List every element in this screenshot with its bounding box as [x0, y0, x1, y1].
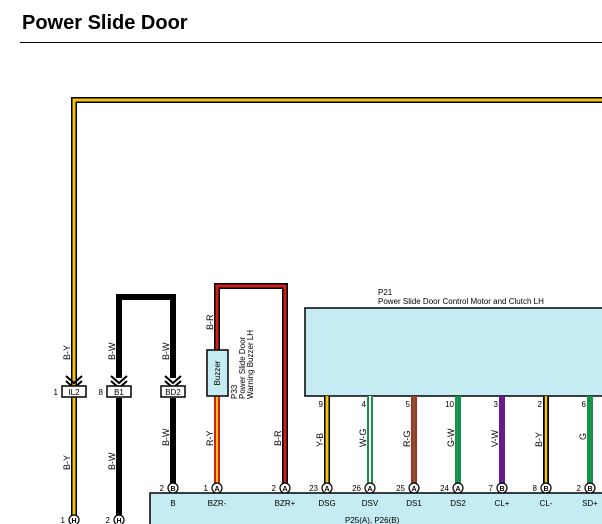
connector-sdplus-conn: B — [587, 486, 592, 493]
connector-clminus-conn: B — [543, 486, 548, 493]
connector-dsg-conn: A — [324, 486, 329, 493]
connector-ds2-label: DS2 — [450, 499, 466, 508]
wire-label-b-y-cl: B-Y — [534, 432, 544, 447]
wire-label-b-w-lower: B-W — [107, 452, 117, 470]
ecu-panel: P25(A), P26(B) — [149, 492, 602, 524]
connector-bzr-plus-conn: A — [282, 486, 287, 493]
ecu-bottom-label: P25(A), P26(B) — [345, 516, 400, 524]
wire-label-g: G — [578, 433, 588, 440]
connector-bzr-minus-label: BZR- — [208, 499, 227, 508]
connector-h-left: H 1 — [61, 514, 80, 524]
page-title: Power Slide Door — [22, 12, 188, 34]
wire-label-buzzer-top: B-R — [205, 314, 215, 330]
buzzer-name-line2: Warning Buzzer LH — [246, 330, 255, 399]
motor-pin-num-dsg: 9 — [319, 400, 324, 409]
connector-ds1-conn: A — [411, 486, 416, 493]
wire-label-b-y-lower: B-Y — [62, 455, 72, 470]
connector-bzr-minus: A 1 BZR- — [204, 482, 227, 508]
connector-b-pin: B 2 B — [160, 482, 179, 508]
motor-pin-num-sdplus: 6 — [582, 400, 587, 409]
wire-label-w-g: W-G — [358, 429, 368, 447]
connector-sdplus: B 2 SD+ — [577, 482, 598, 508]
connector-dsv-label: DSV — [362, 499, 379, 508]
connector-ds1-num: 25 — [396, 484, 405, 493]
connector-dsg-num: 23 — [309, 484, 318, 493]
buzzer-label: Buzzer — [213, 360, 222, 385]
connector-bzr-plus-label: BZR+ — [275, 499, 296, 508]
wire-label-g-w: G-W — [446, 428, 456, 447]
junction-bd2-code: BD2 — [165, 388, 181, 397]
connector-dsv-conn: A — [367, 486, 372, 493]
wire-b-r-loop — [214, 283, 288, 486]
wire-label-v-w: V-W — [490, 429, 500, 447]
connector-dsv-num: 26 — [352, 484, 361, 493]
connector-h-left-num: 1 — [61, 516, 66, 524]
connector-sdplus-label: SD+ — [582, 499, 598, 508]
connector-h-right-conn: H — [116, 518, 121, 524]
wire-label-r-y: R-Y — [205, 431, 215, 447]
buzzer-ref: P33 — [230, 384, 239, 399]
wire-label-b-w-upper: B-W — [107, 342, 117, 360]
connector-dsg: A 23 DSG — [309, 482, 336, 508]
wire-b-w-loop — [116, 294, 176, 378]
connector-b-pin-label: B — [170, 499, 175, 508]
connector-clplus-num: 7 — [489, 484, 494, 493]
connector-h-right: H 2 — [106, 514, 125, 524]
connector-ds2-conn: A — [455, 486, 460, 493]
connector-ds1: A 25 DS1 — [396, 482, 422, 508]
connector-sdplus-num: 2 — [577, 484, 582, 493]
connector-b-pin-num: 2 — [160, 484, 165, 493]
motor-pin-num-dsv: 4 — [362, 400, 367, 409]
motor-pin-num-clminus: 2 — [538, 400, 543, 409]
connector-bzr-minus-conn: A — [214, 486, 219, 493]
junction-il2-code: IL2 — [68, 388, 80, 397]
buzzer-component: Buzzer P33 Power Slide Door Warning Buzz… — [205, 314, 283, 446]
buzzer-name-line1: Power Slide Door — [238, 336, 247, 399]
junction-il2: IL2 1 B-Y B-Y — [54, 345, 87, 470]
motor-ref: P21 — [378, 288, 393, 297]
connector-ds2-num: 24 — [440, 484, 449, 493]
connector-bzr-minus-num: 1 — [204, 484, 209, 493]
connector-clplus-label: CL+ — [495, 499, 510, 508]
wire-label-y-b: Y-B — [315, 433, 325, 447]
connector-dsv: A 26 DSV — [352, 482, 379, 508]
connector-clminus: B 8 CL- — [533, 482, 553, 508]
motor-pin-num-ds1: 5 — [406, 400, 411, 409]
junction-b1-code: B1 — [114, 388, 124, 397]
connector-clminus-num: 8 — [533, 484, 538, 493]
motor-pin-num-ds2: 10 — [445, 400, 454, 409]
connector-dsg-label: DSG — [318, 499, 335, 508]
title-divider — [20, 42, 602, 43]
junction-b1-num: 8 — [99, 388, 104, 397]
connector-bzr-plus-num: 2 — [272, 484, 277, 493]
wire-label-b-w-bd2-lower: B-W — [161, 428, 171, 446]
connector-bzr-plus: A 2 BZR+ — [272, 482, 296, 508]
connector-ds1-label: DS1 — [406, 499, 422, 508]
wire-label-b-y-upper: B-Y — [62, 345, 72, 360]
motor-p21: P21 Power Slide Door Control Motor and C… — [304, 288, 602, 397]
connector-clplus-conn: B — [499, 486, 504, 493]
junction-b1: B1 8 B-W B-W — [99, 342, 132, 470]
connector-clplus: B 7 CL+ — [489, 482, 510, 508]
connector-clminus-label: CL- — [540, 499, 553, 508]
connector-ds2: A 24 DS2 — [440, 482, 466, 508]
junction-bd2: BD2 B-W B-W — [160, 342, 186, 446]
junction-il2-num: 1 — [54, 388, 59, 397]
connector-b-pin-conn: B — [170, 486, 175, 493]
motor-pin-num-clplus: 3 — [494, 400, 499, 409]
wire-label-b-w-bd2-upper: B-W — [161, 342, 171, 360]
motor-name: Power Slide Door Control Motor and Clutc… — [378, 297, 544, 306]
wire-label-r-g: R-G — [402, 431, 412, 448]
wire-label-b-r: B-R — [273, 430, 283, 446]
connector-h-left-conn: H — [71, 518, 76, 524]
connector-h-right-num: 2 — [106, 516, 111, 524]
